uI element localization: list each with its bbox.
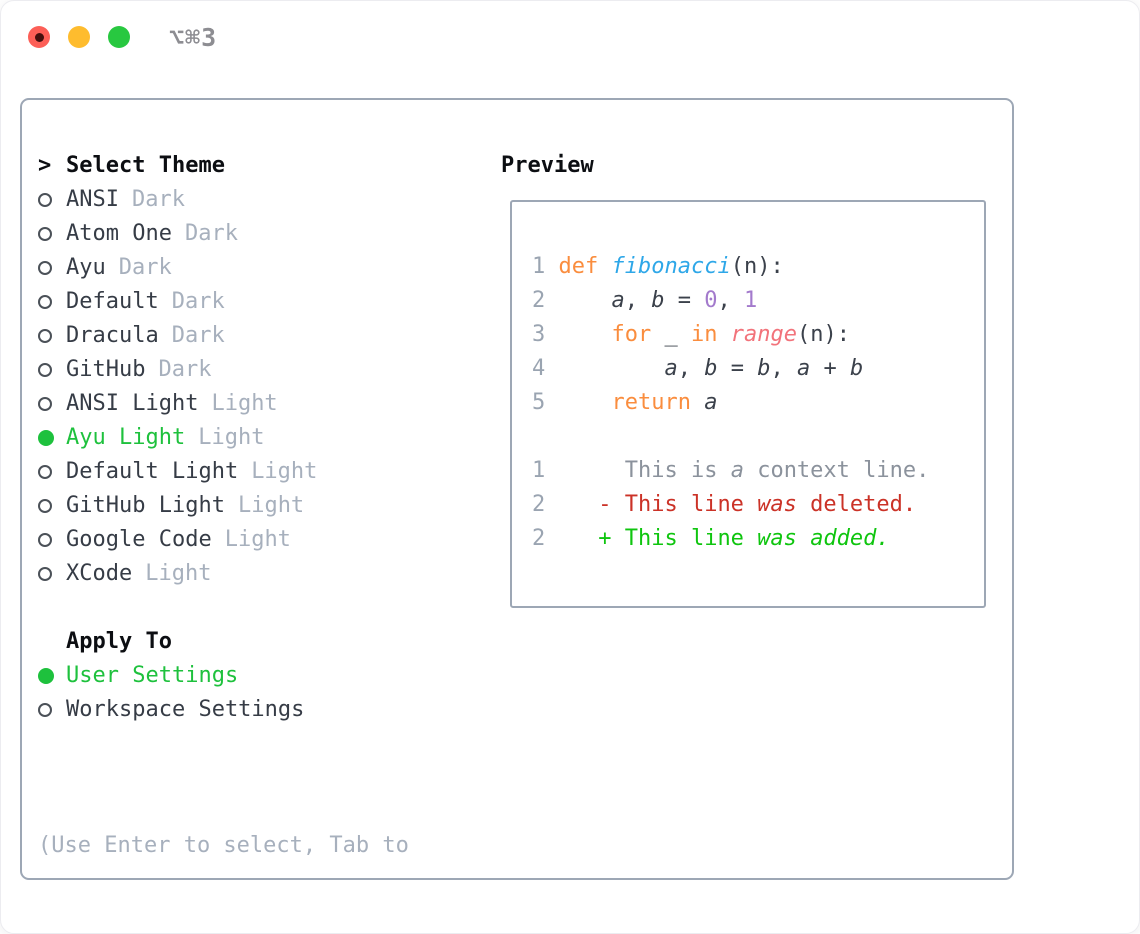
option-label: XCode [66, 561, 133, 586]
zoom-button[interactable] [108, 26, 130, 48]
theme-option[interactable]: Google Code Light [38, 523, 409, 557]
theme-variant-badge: Light [251, 459, 318, 484]
titlebar: ⌥⌘3 [1, 1, 1139, 73]
keyboard-hint: (Use Enter to select, Tab to change focu… [38, 761, 409, 933]
theme-option[interactable]: XCode Light [38, 557, 409, 591]
theme-option[interactable]: Default Dark [38, 285, 409, 319]
radio-unselected-icon [38, 193, 66, 207]
theme-option[interactable]: Dracula Dark [38, 319, 409, 353]
option-label: Default Light [66, 459, 239, 484]
radio-unselected-icon [38, 465, 66, 479]
radio-unselected-icon [38, 703, 66, 717]
theme-option[interactable]: Ayu Light Light [38, 421, 409, 455]
theme-option[interactable]: GitHub Light Light [38, 489, 409, 523]
radio-unselected-icon [38, 533, 66, 547]
radio-unselected-icon [38, 499, 66, 513]
apply-to-header: Apply To [66, 625, 409, 659]
option-label: ANSI [66, 187, 119, 212]
close-button[interactable] [28, 26, 50, 48]
radio-selected-icon [38, 430, 66, 446]
code-line: 1 This is a context line. [532, 458, 930, 483]
theme-variant-badge: Dark [118, 255, 172, 280]
option-label: Workspace Settings [66, 697, 305, 722]
apply-to-option[interactable]: User Settings [38, 659, 409, 693]
theme-variant-badge: Light [211, 391, 278, 416]
option-label: GitHub Light [66, 493, 225, 518]
code-line: 5 return a [532, 390, 718, 415]
theme-option[interactable]: Atom One Dark [38, 217, 409, 251]
line-number: 1 [532, 458, 546, 483]
option-label: Atom One [66, 221, 172, 246]
line-number: 2 [532, 492, 546, 517]
select-theme-header: > Select Theme [38, 149, 409, 183]
option-label: Google Code [66, 527, 212, 552]
theme-option[interactable]: GitHub Dark [38, 353, 409, 387]
line-number: 4 [532, 356, 546, 381]
theme-variant-badge: Light [145, 561, 212, 586]
close-dot-icon [34, 32, 44, 42]
radio-unselected-icon [38, 567, 66, 581]
option-label: Ayu [66, 255, 106, 280]
preview-code: 1 def fibonacci(n): 2 a, b = 0, 1 3 for _ … [532, 250, 984, 556]
code-line: 4 a, b = b, a + b [532, 356, 864, 381]
preview-column: Preview 1 def fibonacci(n): 2 a, b = 0, 1… [501, 149, 986, 608]
theme-variant-badge: Light [198, 425, 265, 450]
theme-variant-badge: Dark [171, 323, 225, 348]
theme-variant-badge: Light [237, 493, 305, 518]
apply-to-label: Apply To [66, 629, 172, 654]
theme-option[interactable]: ANSI Dark [38, 183, 409, 217]
theme-option[interactable]: Ayu Dark [38, 251, 409, 285]
focus-caret-icon: > [38, 153, 52, 178]
line-number: 2 [532, 288, 546, 313]
radio-unselected-icon [38, 227, 66, 241]
preview-header: Preview [501, 153, 594, 178]
line-number: 5 [532, 390, 546, 415]
theme-variant-badge: Dark [171, 289, 225, 314]
option-label: Dracula [66, 323, 159, 348]
code-line: 2 - This line was deleted. [532, 492, 917, 517]
select-theme-label: Select Theme [66, 153, 225, 178]
window-title: ⌥⌘3 [169, 22, 218, 52]
option-label: Ayu Light [66, 425, 186, 450]
theme-variant-badge: Light [224, 527, 291, 552]
code-line: 2 + This line was added. [532, 526, 890, 551]
line-number: 1 [532, 254, 546, 279]
theme-variant-badge: Dark [131, 187, 185, 212]
apply-to-option[interactable]: Workspace Settings [38, 693, 409, 727]
minimize-button[interactable] [68, 26, 90, 48]
theme-option[interactable]: Default Light Light [38, 455, 409, 489]
section-gap [38, 591, 409, 625]
traffic-lights [28, 26, 130, 48]
theme-variant-badge: Dark [158, 357, 212, 382]
radio-unselected-icon [38, 363, 66, 377]
line-number: 2 [532, 526, 546, 551]
option-label: GitHub [66, 357, 146, 382]
code-line [532, 420, 984, 454]
preview-box: 1 def fibonacci(n): 2 a, b = 0, 1 3 for _ … [510, 200, 986, 608]
hint-line-1: (Use Enter to select, Tab to [38, 833, 409, 858]
option-label: ANSI Light [66, 391, 199, 416]
radio-unselected-icon [38, 261, 66, 275]
option-label: User Settings [66, 663, 239, 688]
radio-unselected-icon [38, 329, 66, 343]
line-number: 3 [532, 322, 546, 347]
theme-variant-badge: Dark [184, 221, 238, 246]
code-line: 2 a, b = 0, 1 [532, 288, 758, 313]
theme-option[interactable]: ANSI Light Light [38, 387, 409, 421]
radio-selected-icon [38, 668, 66, 684]
code-line: 1 def fibonacci(n): [532, 254, 784, 279]
radio-unselected-icon [38, 397, 66, 411]
radio-unselected-icon [38, 295, 66, 309]
code-line: 3 for _ in range(n): [532, 322, 850, 347]
option-label: Default [66, 289, 159, 314]
